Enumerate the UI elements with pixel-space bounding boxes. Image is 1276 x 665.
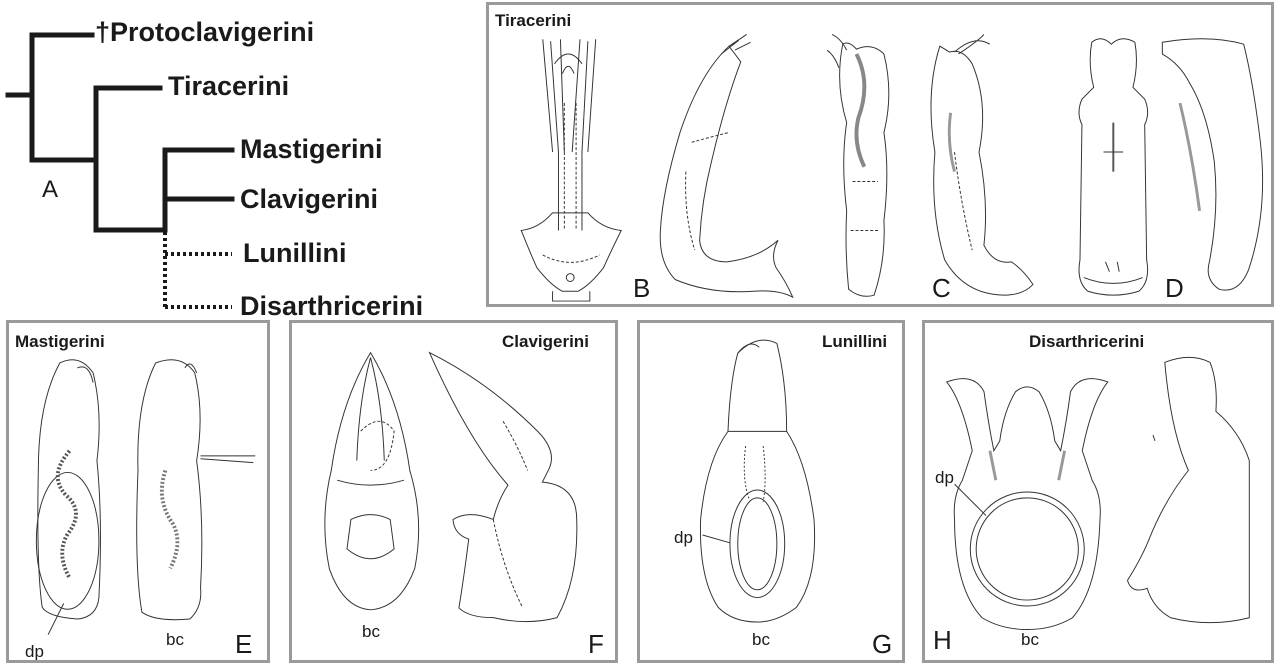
- panel-letter-f: F: [588, 631, 604, 657]
- aedeagus-b-lateral: [660, 34, 793, 297]
- aedeagus-c-lateral: [931, 34, 1033, 295]
- label-bc: bc: [166, 631, 184, 648]
- aedeagus-drawings-clavigerini: [292, 323, 615, 660]
- label-dp: dp: [935, 469, 954, 486]
- aedeagus-c-ventral: [827, 34, 889, 296]
- panel-mastigerini: Mastigerini dp bc E: [6, 320, 270, 663]
- panel-letter-a: A: [42, 178, 58, 202]
- panel-disarthricerini: Disarthricerini dp bc H: [922, 320, 1274, 663]
- taxon-tiracerini: Tiracerini: [168, 73, 289, 100]
- panel-letter-b: B: [633, 275, 650, 301]
- aedeagus-drawings-mastigerini: [9, 323, 267, 660]
- aedeagus-drawings-lunillini: [640, 323, 902, 660]
- taxon-lunillini: Lunillini: [243, 240, 346, 267]
- label-dp: dp: [674, 529, 693, 546]
- taxon-clavigerini: Clavigerini: [240, 186, 378, 213]
- panel-tiracerini: Tiracerini: [486, 2, 1274, 307]
- aedeagus-drawings-disarthricerini: [925, 323, 1271, 660]
- panel-letter-d: D: [1165, 275, 1184, 301]
- panel-clavigerini: Clavigerini bc F: [289, 320, 618, 663]
- aedeagus-drawings-tiracerini: [489, 5, 1271, 304]
- aedeagus-d-dorsal: [1079, 39, 1148, 295]
- label-bc: bc: [1021, 631, 1039, 648]
- panel-letter-c: C: [932, 275, 951, 301]
- panel-letter-e: E: [235, 631, 252, 657]
- aedeagus-b-dorsal: [521, 39, 621, 301]
- panel-lunillini: Lunillini dp bc G: [637, 320, 905, 663]
- cladogram: [0, 0, 470, 330]
- label-dp: dp: [25, 643, 44, 660]
- label-bc: bc: [362, 623, 380, 640]
- panel-letter-h: H: [933, 627, 952, 653]
- taxon-mastigerini: Mastigerini: [240, 136, 383, 163]
- taxon-disarthricerini: Disarthricerini: [240, 293, 423, 320]
- aedeagus-d-lateral: [1162, 39, 1262, 290]
- label-bc: bc: [752, 631, 770, 648]
- panel-letter-g: G: [872, 631, 892, 657]
- taxon-protoclavigerini: †Protoclavigerini: [95, 19, 314, 46]
